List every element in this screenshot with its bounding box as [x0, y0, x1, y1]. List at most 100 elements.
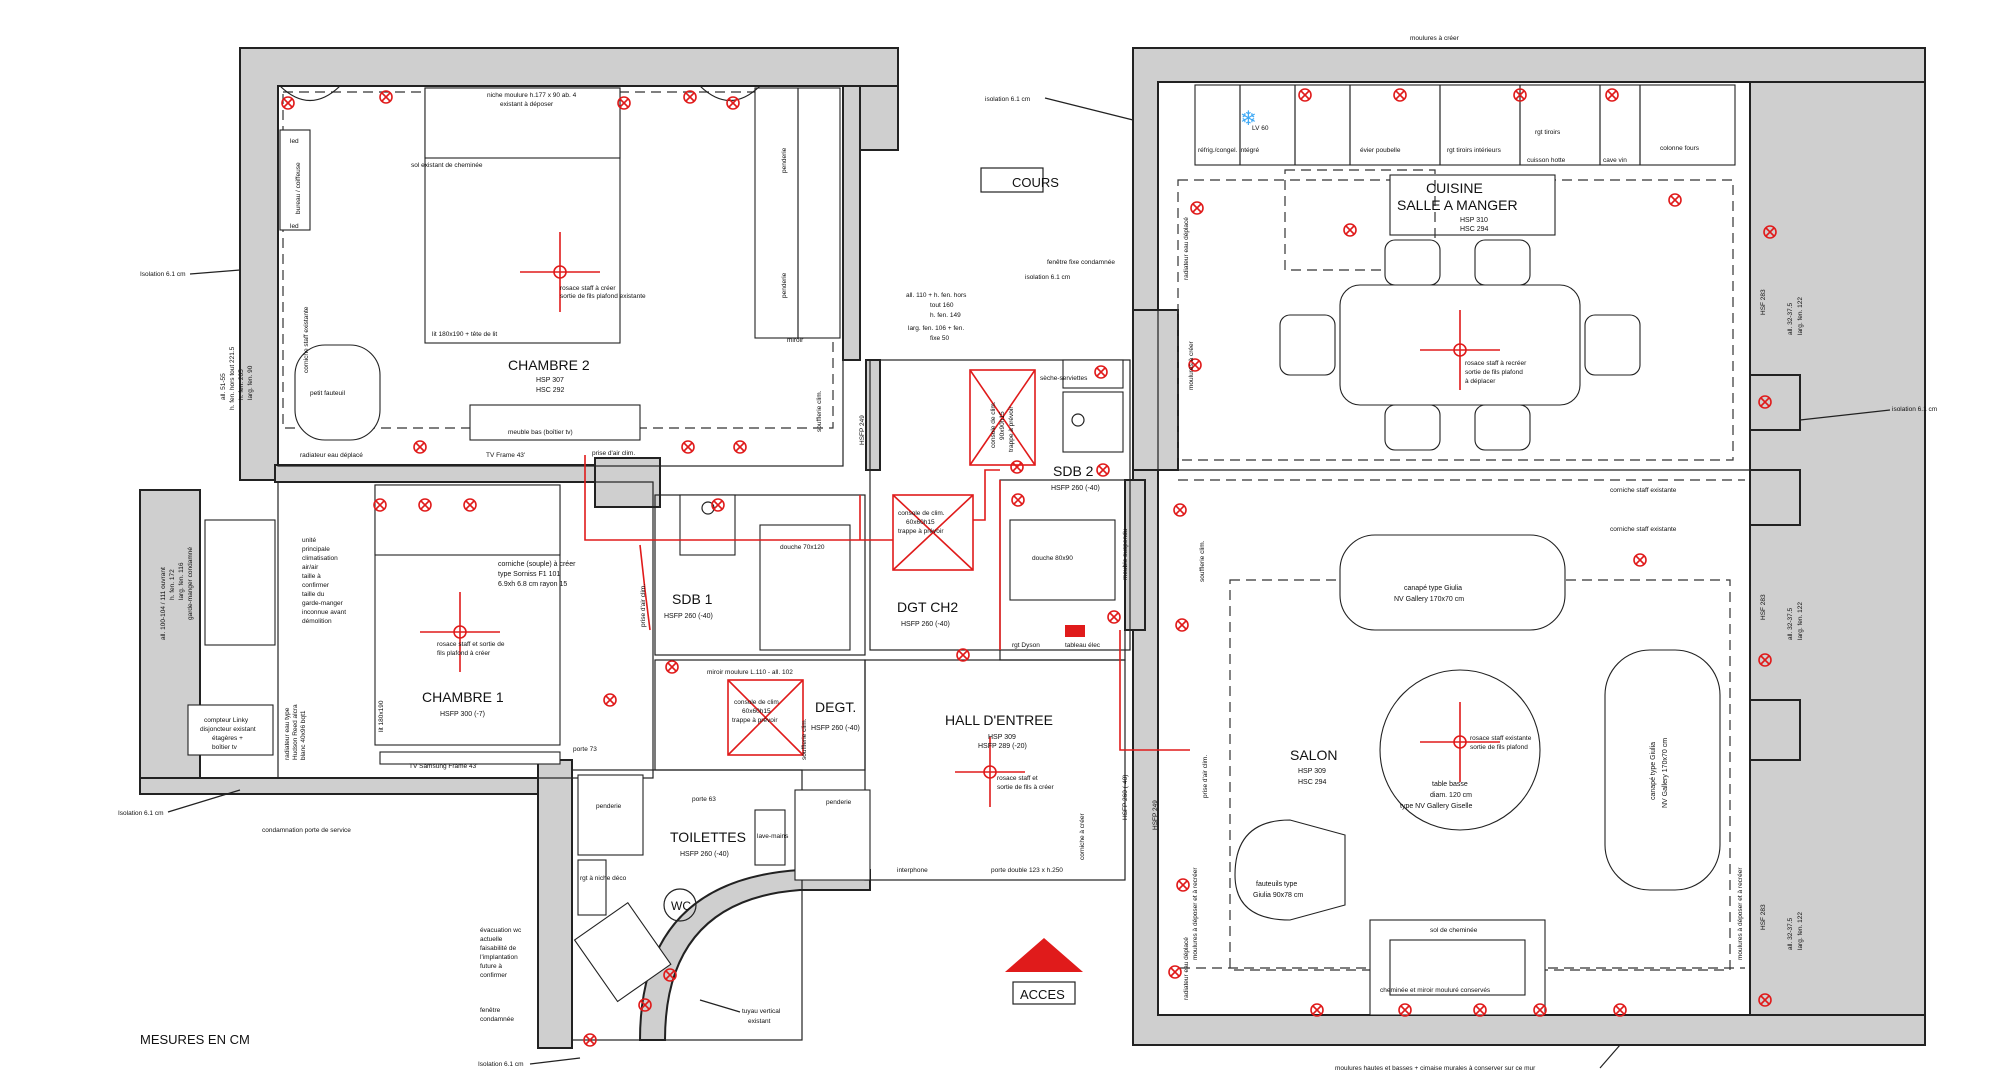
socket-mark-icon [663, 968, 677, 982]
note-lave-mains: lave-mains [757, 833, 789, 840]
note-all110-2: tout 160 [930, 302, 954, 309]
note-all-left-2: h. fen. hors tout 221.5 [229, 346, 236, 410]
penderie-toilettes [577, 774, 644, 856]
note-prise-clim: prise d'air clim. [592, 450, 635, 457]
chambre2-outline [277, 85, 844, 467]
note-unite-9: inconnue avant [302, 609, 346, 616]
wc-label: WC [671, 899, 691, 913]
note-sol-chemine: sol existant de cheminée [411, 162, 483, 169]
cuisine-label-box [1389, 174, 1556, 236]
console-clim-3 [969, 369, 1036, 466]
duct-c [1119, 630, 1190, 751]
note-rosace-c1-1: rosace staff et sortie de [437, 641, 505, 648]
note-porte63: porte 63 [692, 796, 716, 803]
sdb2-sink-drain [1071, 413, 1085, 427]
note-rgt-tiroirs2: rgt tiroirs [1535, 129, 1561, 136]
socket-mark-icon [1613, 1003, 1627, 1017]
duct-a [584, 455, 893, 541]
socket-mark-icon [1168, 965, 1182, 979]
dgtch2-h1: HSFP 260 (-40) [901, 621, 950, 628]
acces-box [1012, 981, 1076, 1005]
note-miroir: miroir moulure L.110 - all. 102 [707, 669, 793, 676]
socket-mark-icon [1188, 358, 1202, 372]
sdb2-name: SDB 2 [1053, 463, 1094, 479]
socket-mark-icon [1758, 395, 1772, 409]
note-all-r1: all. 32-37.5 [1787, 302, 1794, 335]
note-rgt-niche: rgt à niche déco [580, 875, 627, 882]
note-cave: cave vin [1603, 157, 1627, 164]
hall-h1: HSP 309 [988, 734, 1016, 741]
douche2 [1009, 519, 1116, 601]
note-all-left-4: larg. fen. 90 [247, 365, 254, 400]
toilettes-name: TOILETTES [670, 829, 746, 845]
note-refrig: réfrig./congel. intégré [1198, 147, 1259, 154]
note-soufflerie-2: soufflerie clim. [801, 718, 808, 760]
note-all-r3b: larg. fen. 122 [1797, 912, 1804, 950]
note-rosace-c2-2: sortie de fils plafond existante [560, 293, 646, 300]
console-clim-1 [892, 494, 974, 571]
cours-label: COURS [1012, 175, 1059, 190]
note-radiateur-c1-1: radiateur eau type [284, 707, 291, 760]
note-all-left-3: h. fen. 205 [238, 369, 245, 400]
wall-c2-right [842, 85, 861, 361]
chambre1-outline [277, 481, 654, 779]
note-table-basse-1: table basse [1432, 781, 1468, 788]
note-fenetre-cond-2: condamnée [480, 1016, 514, 1023]
tableau-elec-marker [1065, 625, 1085, 637]
desk-c2 [279, 129, 311, 231]
note-moulures-salon: moulures à déposer et à recréer [1192, 867, 1199, 960]
chair-bot-2 [1474, 404, 1531, 451]
note-rosace-hall-2: sortie de fils à créer [997, 784, 1055, 791]
socket-mark-icon [1010, 460, 1024, 474]
note-all-r1b: larg. fen. 122 [1797, 297, 1804, 335]
note-cheminee-c2: niche moulure h.177 x 90 ab. 4 [487, 92, 577, 99]
kitchen-counter [1194, 84, 1736, 166]
freezer-icon: ❄ [1240, 108, 1257, 130]
note-radiateur-cuis: radiateur eau déplacé [1183, 217, 1190, 280]
cuisine-h1: HSP 310 [1460, 217, 1488, 224]
chair-bot-1 [1384, 404, 1441, 451]
socket-mark-icon [711, 498, 725, 512]
note-cuisson: cuisson hotte [1527, 157, 1566, 164]
note-table-basse-2: diam. 120 cm [1430, 792, 1472, 799]
note-all-left2-1: all. 100-104 / 111 ouvrant [160, 567, 167, 640]
note-all-left-1: all. 51-55 [220, 373, 227, 400]
socket-mark-icon [1758, 653, 1772, 667]
wall-toilette-left [537, 759, 573, 1049]
note-isolation-right: isolation 6.1 cm [1892, 406, 1937, 413]
socket-mark-icon [726, 96, 740, 110]
wc-tag-circle [663, 888, 697, 922]
note-corniche-hall: corniche à créer [1079, 813, 1086, 860]
rosace-c2 [520, 232, 600, 312]
socket-mark-icon [681, 440, 695, 454]
note-penderie-3: penderie [781, 147, 788, 173]
socket-mark-icon [1298, 88, 1312, 102]
note-console3-3: trappe à prévoir [1008, 406, 1015, 452]
note-rosace-salon-2: sortie de fils plafond [1470, 744, 1528, 751]
note-evac-3: faisabilité de [480, 945, 517, 952]
note-miroir-mid: miroir [787, 337, 804, 344]
note-fauteuils-2: Giulia 90x78 cm [1253, 892, 1303, 899]
note-porte73: porte 73 [573, 746, 597, 753]
note-corniche-souple-2: type Sorniss F1 101 [498, 571, 560, 578]
salon-h2: HSC 294 [1298, 779, 1327, 786]
labels: MESURES EN CM COURS ACCES WC CHAMBRE 2 H… [118, 35, 1937, 1072]
wall-c2-bottom [274, 464, 601, 483]
console-clim-2 [727, 679, 804, 756]
note-unite-5: taille à [302, 573, 321, 580]
lave-mains-unit [754, 809, 786, 866]
note-lv: LV 60 [1252, 125, 1269, 132]
salon-furniture [1234, 534, 1721, 1016]
note-corniche-c2: corniche staff existante [303, 306, 310, 373]
note-isolation-bl: Isolation 6.1 cm [118, 810, 164, 817]
note-fenetre-cond-1: fenêtre [480, 1007, 501, 1014]
note-rosace-cuis-2: sortie de fils plafond [1465, 369, 1523, 376]
note-lit-c2: lit 180x190 + tête de lit [432, 331, 497, 338]
note-colonne: colonne fours [1660, 145, 1700, 152]
canape-1 [1339, 534, 1566, 631]
note-hsfp249a: HSFP 249 [859, 415, 866, 445]
note-all110-5: fixe 50 [930, 335, 950, 342]
chambre2-h1: HSP 307 [536, 377, 564, 384]
toilettes-h1: HSFP 260 (-40) [680, 851, 729, 858]
rosace-salon [1420, 702, 1500, 782]
